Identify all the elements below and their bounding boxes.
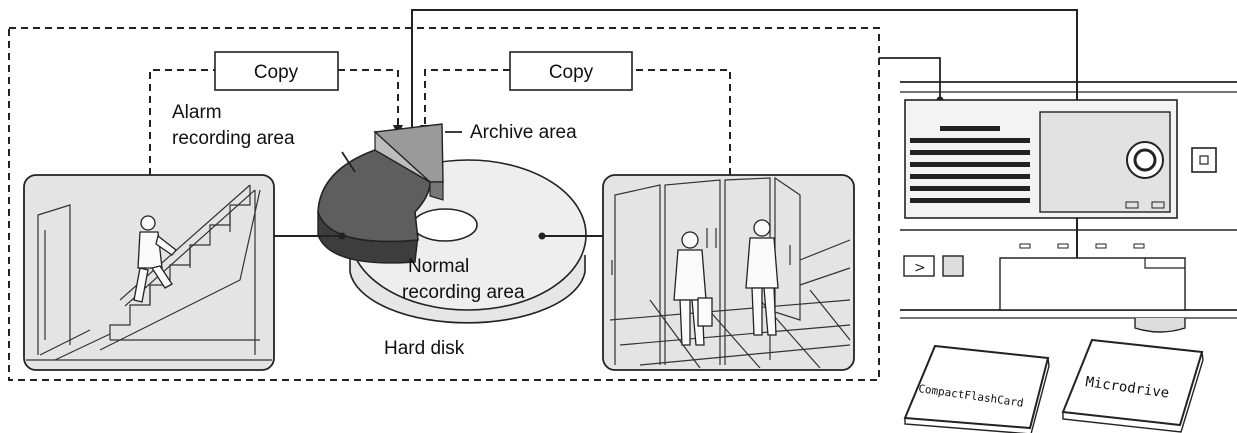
alarm-label-line1: Alarm (172, 102, 222, 123)
copy-connector-left (149, 69, 399, 175)
hard-disk-icon (317, 123, 587, 324)
archive-label: Archive area (470, 122, 577, 143)
stairs-person-icon (23, 174, 275, 371)
outer-dashed-frame (8, 27, 880, 381)
compactflash-card-icon: CompactFlashCard (903, 344, 1050, 433)
corridor-people-icon (602, 174, 855, 371)
copy-box-right: Copy (509, 51, 633, 91)
normal-label-line2: recording area (402, 282, 525, 303)
copy-label-right: Copy (549, 62, 594, 83)
normal-label-line1: Normal (408, 256, 469, 277)
recorder-device-icon: > (879, 57, 1237, 333)
svg-text:>: > (914, 260, 926, 276)
hard-disk-label: Hard disk (384, 338, 465, 359)
alarm-label-line2: recording area (172, 128, 295, 149)
copy-connector-right (424, 69, 731, 175)
microdrive-card-icon: Microdrive (1061, 338, 1204, 433)
alarm-leader (341, 151, 356, 173)
copy-box-left: Copy (214, 51, 339, 91)
copy-label-left: Copy (254, 62, 299, 83)
